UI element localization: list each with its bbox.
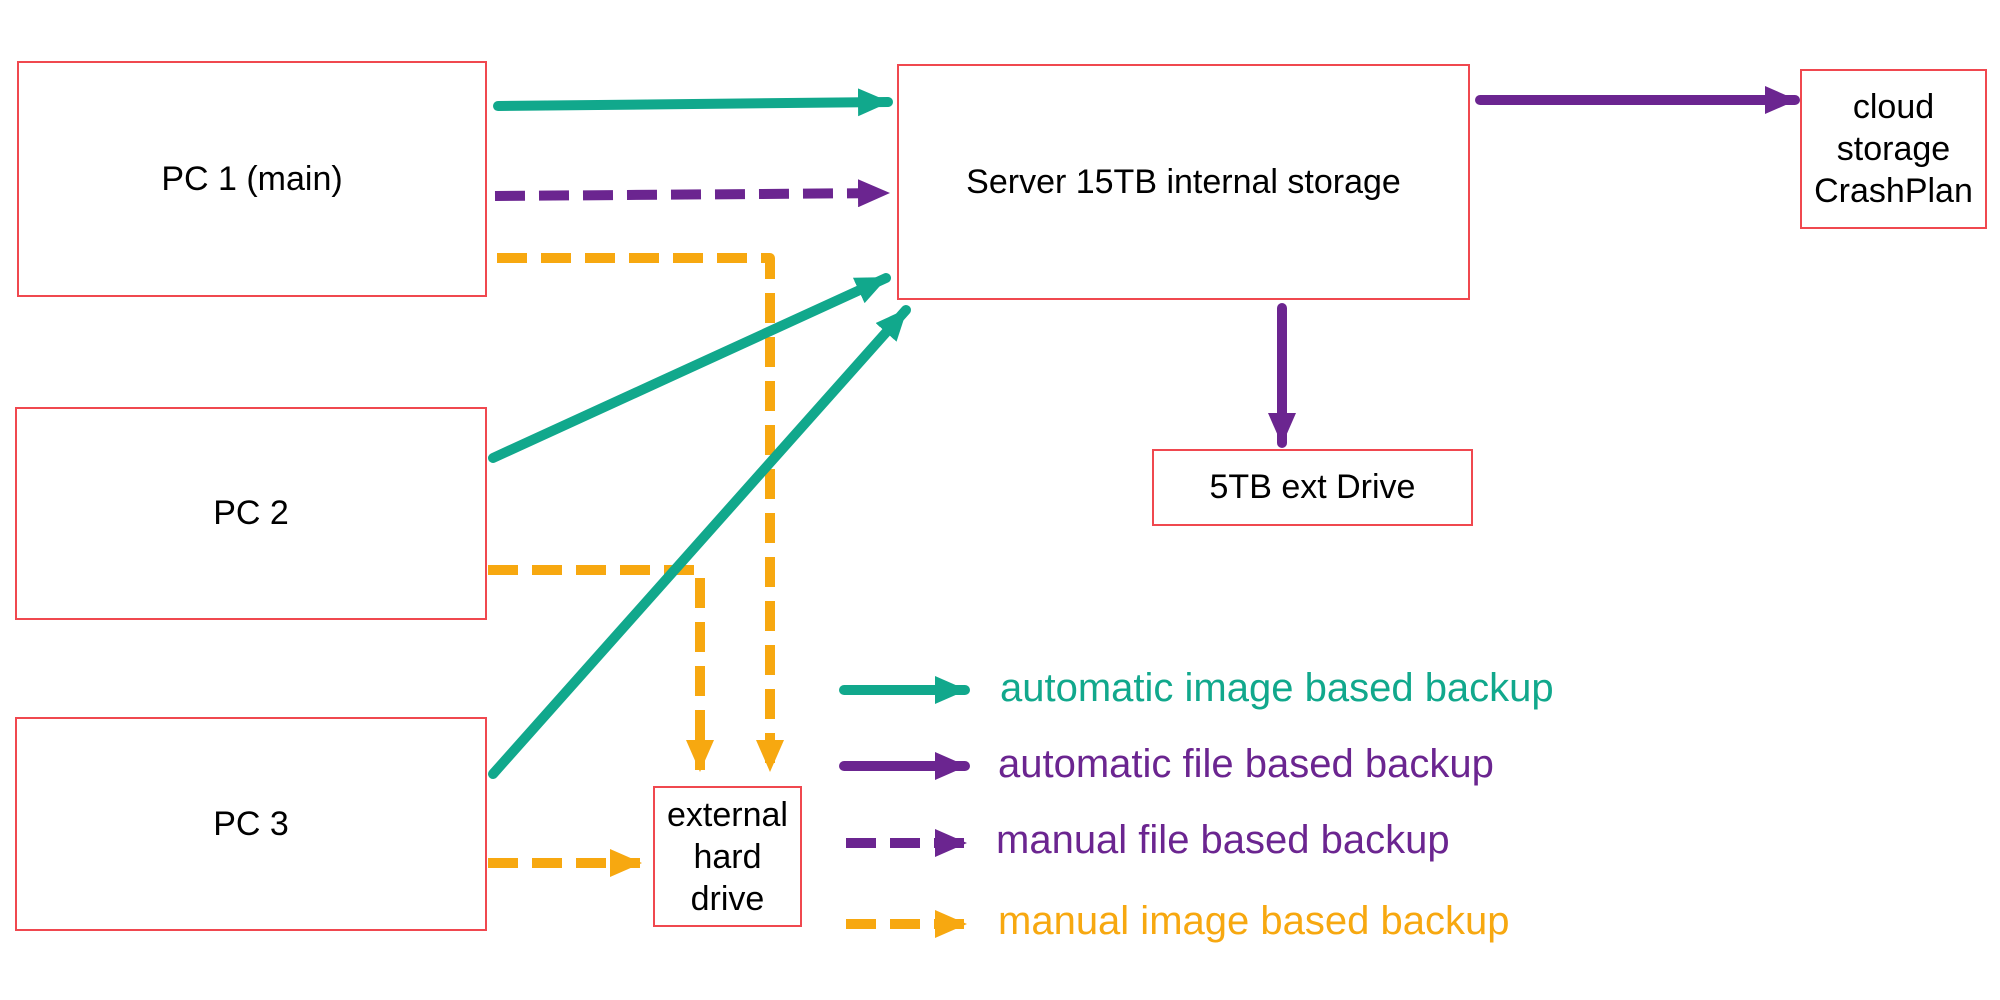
- ext-5tb-drive-label: 5TB ext Drive: [1209, 468, 1416, 506]
- arrow-pc1-to-server-manual-file: [494, 179, 890, 208]
- legend-manual-image-label: manual image based backup: [998, 899, 1510, 943]
- legend-automatic-file-label: automatic file based backup: [998, 742, 1494, 786]
- cloud-storage-box: cloud storage CrashPlan: [1800, 69, 1987, 229]
- external-hard-drive-label: external hard drive: [667, 795, 788, 918]
- arrow-pc1-to-external-hard-drive: [497, 253, 784, 772]
- pc3-box: PC 3: [15, 717, 487, 931]
- pc1-label: PC 1 (main): [161, 159, 343, 198]
- legend-manual-file-label: manual file based backup: [996, 818, 1450, 862]
- arrow-pc3-to-server: [488, 305, 911, 779]
- arrow-pc2-to-external-hard-drive: [488, 565, 714, 772]
- arrow-pc1-to-server: [493, 88, 893, 117]
- external-hard-drive-box: external hard drive: [653, 786, 802, 927]
- pc3-label: PC 3: [213, 804, 289, 843]
- arrow-pc2-to-server: [488, 273, 891, 463]
- pc2-box: PC 2: [15, 407, 487, 620]
- cloud-storage-label: cloud storage CrashPlan: [1814, 88, 1973, 210]
- server-box: Server 15TB internal storage: [897, 64, 1470, 300]
- legend-automatic-image-label: automatic image based backup: [1000, 666, 1554, 710]
- server-label: Server 15TB internal storage: [966, 162, 1401, 201]
- ext-5tb-drive-box: 5TB ext Drive: [1152, 449, 1473, 526]
- pc1-box: PC 1 (main): [17, 61, 487, 297]
- pc2-label: PC 2: [213, 494, 289, 532]
